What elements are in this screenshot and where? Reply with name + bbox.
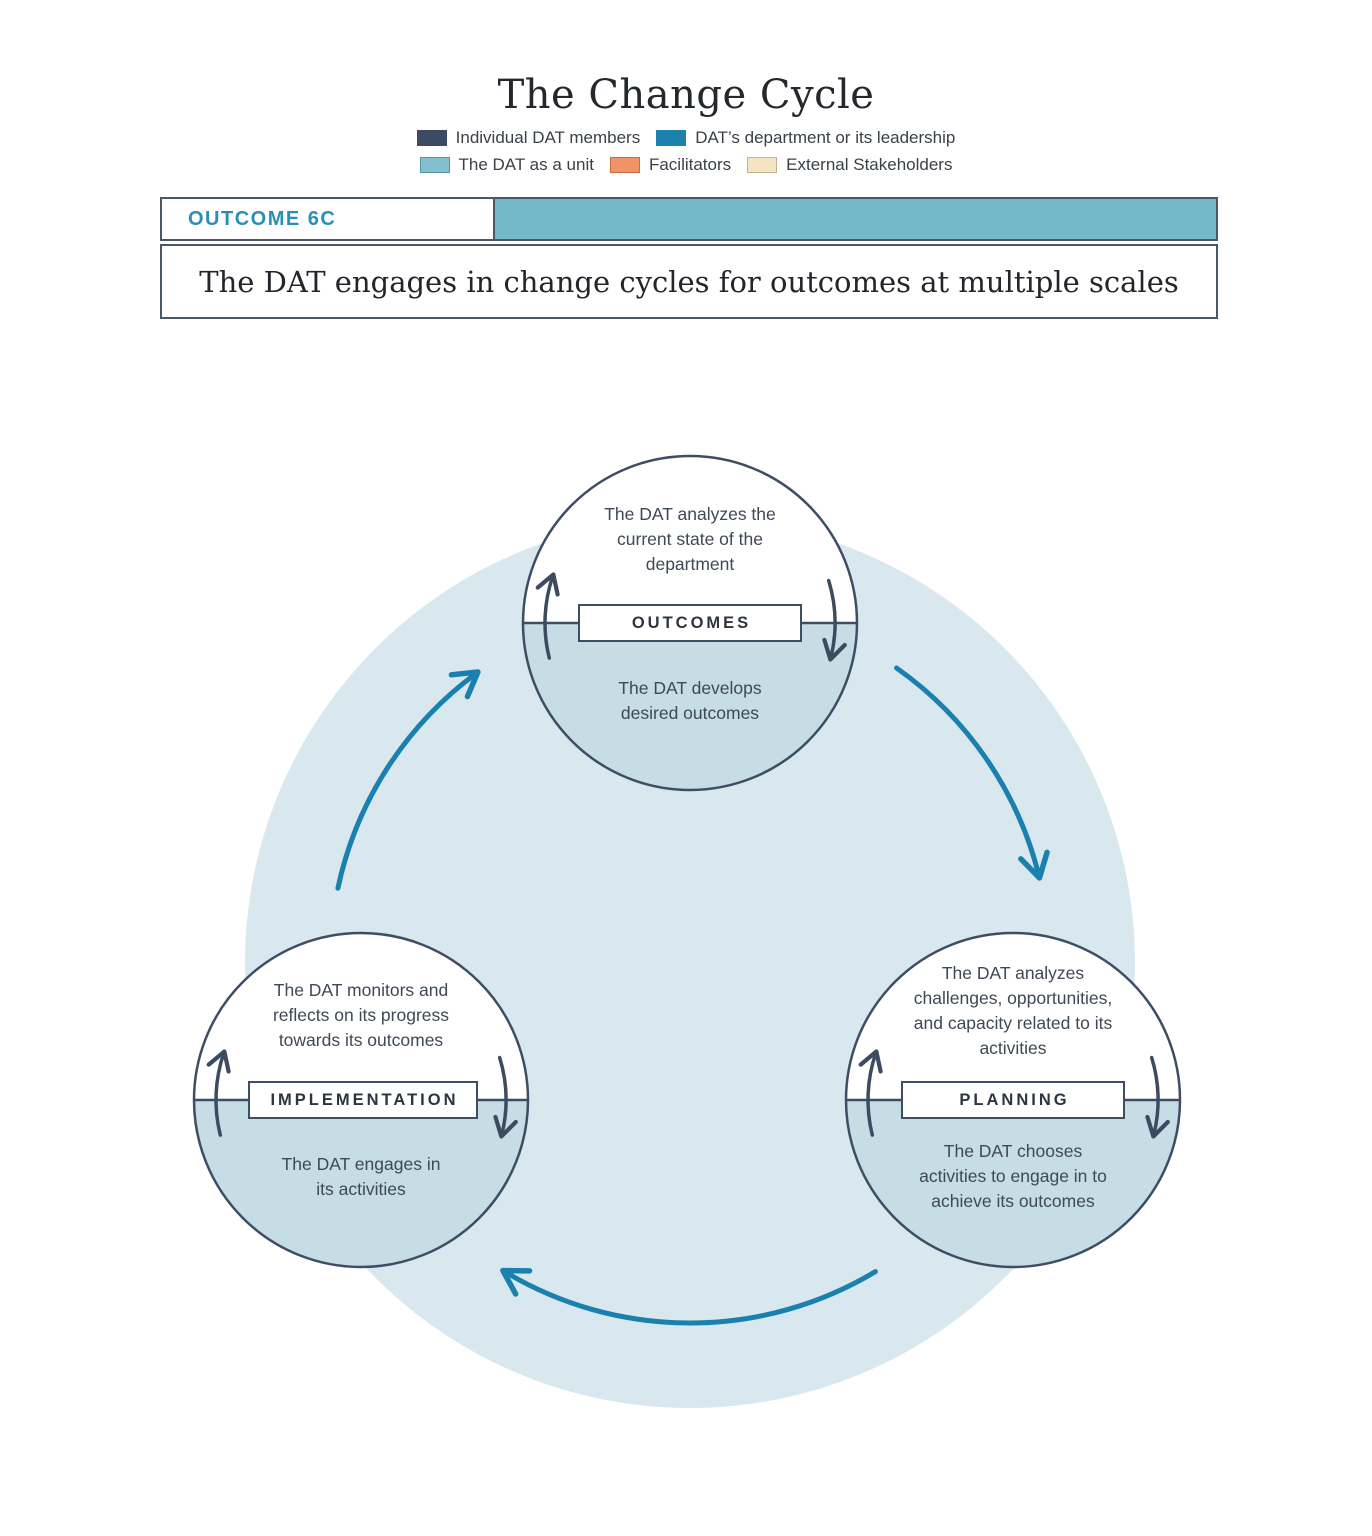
stage-label-outcomes: OUTCOMES (578, 604, 802, 642)
outcomes-top-text: The DAT analyzes the current state of th… (604, 504, 776, 574)
legend-label: External Stakeholders (786, 155, 953, 174)
legend-item-individual-dat-members: Individual DAT members (416, 128, 641, 148)
outcome-code-box: OUTCOME 6C (162, 199, 495, 239)
legend-swatch-facilitators (609, 157, 640, 173)
outcome-header: OUTCOME 6C (160, 197, 1218, 241)
rotation-arrow-right (1145, 1055, 1170, 1139)
outcome-description: The DAT engages in change cycles for out… (199, 264, 1179, 299)
outcome-header-fill (495, 199, 1216, 239)
flow-arrows (335, 665, 1050, 1326)
legend: Individual DAT members DAT’s department … (0, 128, 1372, 175)
legend-swatch-individual-dat-members (416, 130, 447, 146)
legend-item-dats-department: DAT’s department or its leadership (656, 128, 955, 148)
legend-swatch-dat-as-unit (419, 157, 450, 173)
legend-swatch-dats-department (656, 130, 687, 146)
legend-label: DAT’s department or its leadership (695, 128, 956, 147)
rotation-arrow-left (206, 1049, 231, 1137)
rotation-arrow-right (822, 578, 847, 662)
legend-label: Facilitators (648, 155, 732, 174)
implementation-top-text: The DAT monitors and reflects on its pro… (272, 980, 450, 1050)
legend-row-2: The DAT as a unit Facilitators External … (419, 155, 952, 175)
arrow-implementation-to-outcomes (335, 669, 481, 891)
legend-row-1: Individual DAT members DAT’s department … (416, 128, 955, 148)
legend-swatch-external-stakeholders (747, 157, 778, 173)
legend-item-dat-as-unit: The DAT as a unit (419, 155, 594, 175)
outcomes-bottom-text: The DAT develops desired outcomes (618, 678, 762, 723)
legend-item-facilitators: Facilitators (609, 155, 732, 175)
legend-label: Individual DAT members (455, 128, 641, 147)
arrow-planning-to-implementation (500, 1267, 878, 1326)
legend-label: The DAT as a unit (458, 155, 594, 174)
page-title: The Change Cycle (497, 72, 875, 118)
stage-label-planning: PLANNING (901, 1081, 1125, 1119)
rotation-arrow-left (535, 572, 560, 660)
outcome-description-box: The DAT engages in change cycles for out… (160, 244, 1218, 319)
outcome-code: OUTCOME 6C (188, 207, 337, 230)
planning-top-text: The DAT analyzes challenges, opportuniti… (913, 963, 1113, 1058)
legend-item-external-stakeholders: External Stakeholders (747, 155, 952, 175)
rotation-arrow-left (858, 1049, 883, 1137)
rotation-arrow-right (493, 1055, 518, 1139)
stage-label-implementation: IMPLEMENTATION (248, 1081, 478, 1119)
planning-bottom-text: The DAT chooses activities to engage in … (919, 1141, 1107, 1211)
arrow-outcomes-to-planning (894, 665, 1050, 881)
implementation-bottom-text: The DAT engages in its activities (281, 1154, 441, 1199)
